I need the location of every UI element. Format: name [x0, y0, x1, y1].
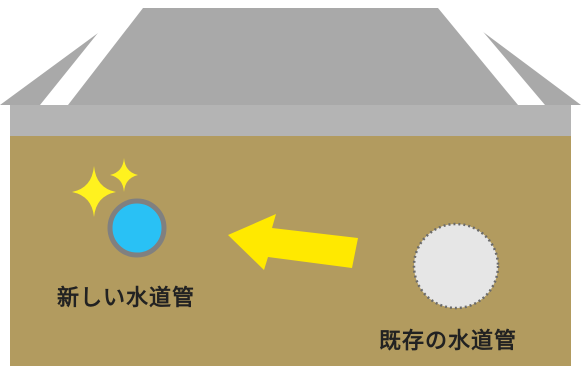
new-pipe-label: 新しい水道管	[57, 286, 196, 311]
road-edge	[10, 105, 571, 136]
left-arrow-icon	[228, 214, 358, 270]
road-surface	[0, 8, 581, 105]
existing-pipe-label: 既存の水道管	[379, 329, 518, 354]
old-pipe-cross-section-icon	[412, 222, 500, 310]
sparkle-icon-large	[72, 166, 116, 217]
sparkle-icon-small	[110, 158, 138, 192]
road-line-left	[40, 8, 143, 105]
road-line-right	[438, 8, 545, 105]
new-pipe-icon	[107, 198, 167, 258]
